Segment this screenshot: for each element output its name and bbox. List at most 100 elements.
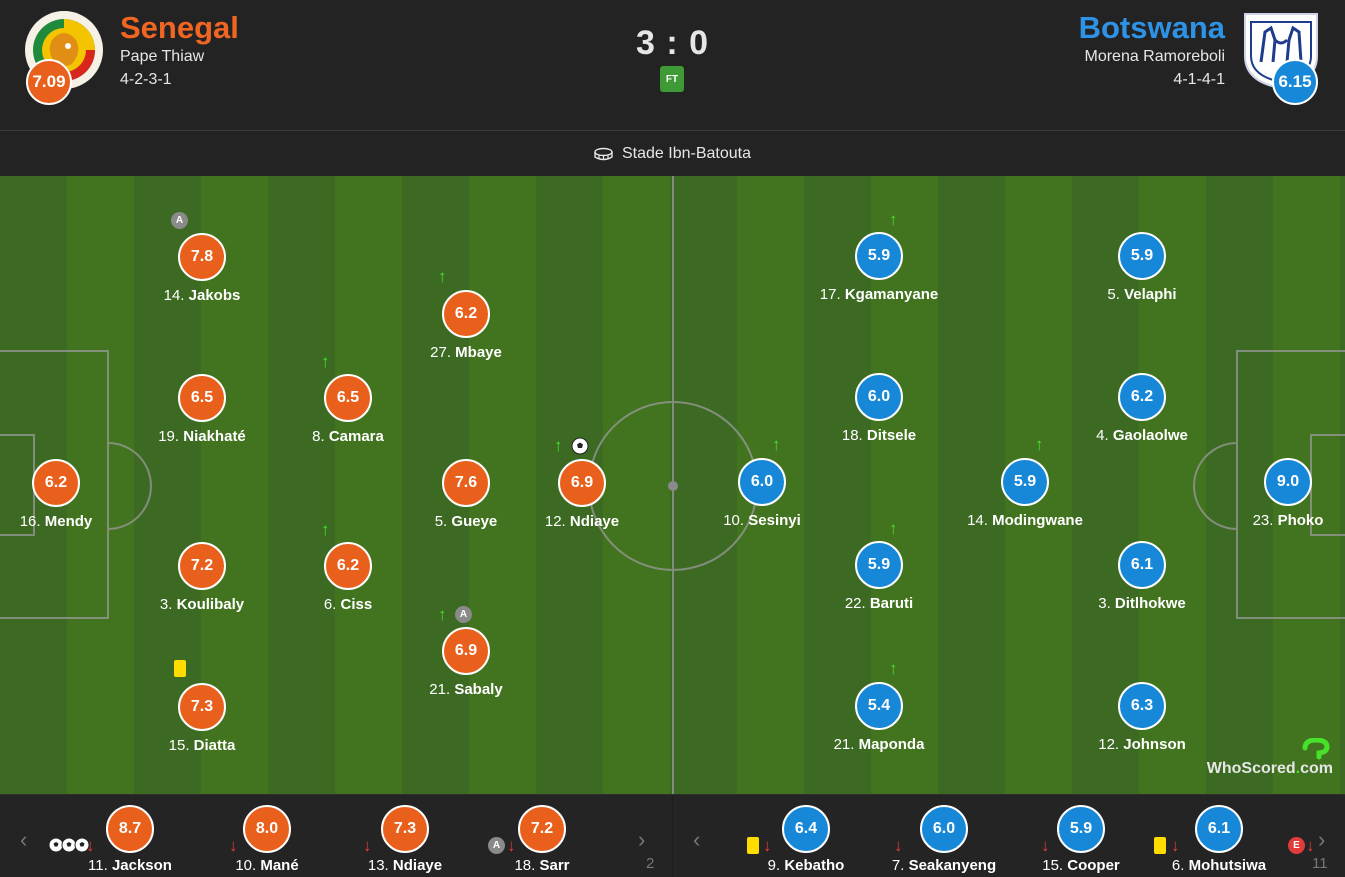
whoscored-logo[interactable]: WhoScored.com — [1207, 738, 1333, 778]
player-rating: 5.9 — [1057, 805, 1105, 853]
player-name: 14. Jakobs — [163, 287, 241, 304]
subbed-in-arrow-icon: ↑ — [554, 436, 563, 455]
whoscored-tld: com — [1300, 760, 1333, 777]
player-name: 10. Mané — [235, 857, 299, 874]
player-name: 22. Baruti — [844, 595, 914, 612]
player-baruti[interactable]: 5.9 22. Baruti — [804, 541, 954, 621]
sub-kebatho[interactable]: 6.4 9. Kebatho — [731, 805, 881, 877]
assist-icon: A — [171, 212, 188, 229]
player-camara[interactable]: 6.5 8. Camara — [273, 374, 423, 454]
player-ditsele[interactable]: 6.0 18. Ditsele — [804, 373, 954, 453]
player-ditlhokwe[interactable]: 6.1 3. Ditlhokwe — [1067, 541, 1217, 621]
whoscored-question-icon — [1302, 738, 1330, 760]
player-phoko[interactable]: 9.0 23. Phoko — [1213, 458, 1345, 538]
match-header: 7.09 Senegal Pape Thiaw 4-2-3-1 3 : 0 FT… — [0, 0, 1345, 130]
home-subs-next-button[interactable]: › — [638, 827, 646, 852]
player-rating: 7.8 — [178, 233, 226, 281]
player-diatta[interactable]: 7.3 15. Diatta — [127, 683, 277, 763]
hattrick-goal-icons — [49, 837, 89, 853]
player-name: 6. Mohutsiwa — [1171, 857, 1267, 874]
sub-ndiaye[interactable]: 7.3 13. Ndiaye — [330, 805, 480, 877]
sub-mane[interactable]: 8.0 10. Mané — [192, 805, 342, 877]
player-name: 23. Phoko — [1252, 512, 1324, 529]
player-jakobs[interactable]: 7.8 14. Jakobs — [127, 233, 277, 313]
player-rating: 6.5 — [178, 374, 226, 422]
subbed-in-arrow-icon: ↑ — [321, 352, 330, 371]
away-coach: Morena Ramoreboli — [1084, 48, 1225, 65]
sub-cooper[interactable]: 5.9 15. Cooper — [1006, 805, 1156, 877]
player-name: 7. Seakanyeng — [891, 857, 997, 874]
player-name: 14. Modingwane — [967, 512, 1083, 529]
player-name: 11. Jackson — [88, 857, 172, 874]
subbed-in-arrow-icon: ↑ — [438, 605, 447, 624]
sub-mohutsiwa[interactable]: 6.1 6. Mohutsiwa — [1144, 805, 1294, 877]
player-modingwane[interactable]: 5.9 14. Modingwane — [950, 458, 1100, 538]
player-rating: 6.4 — [782, 805, 830, 853]
player-rating: 6.0 — [855, 373, 903, 421]
player-name: 10. Sesinyi — [723, 512, 801, 529]
subbed-out-arrow-icon: ↓ — [507, 836, 516, 855]
home-formation: 4-2-3-1 — [120, 71, 172, 88]
player-rating: 6.5 — [324, 374, 372, 422]
player-koulibaly[interactable]: 7.2 3. Koulibaly — [127, 542, 277, 622]
player-name: 15. Cooper — [1042, 857, 1120, 874]
player-gueye[interactable]: 7.6 5. Gueye — [391, 459, 541, 539]
player-name: 18. Sarr — [514, 857, 570, 874]
player-rating: 6.2 — [442, 290, 490, 338]
subbed-out-arrow-icon: ↓ — [763, 836, 772, 855]
player-name: 8. Camara — [312, 428, 384, 445]
player-kgamanyane[interactable]: 5.9 17. Kgamanyane — [804, 232, 954, 312]
player-ciss[interactable]: 6.2 6. Ciss — [273, 542, 423, 622]
player-rating: 6.9 — [442, 627, 490, 675]
player-niakhate[interactable]: 6.5 19. Niakhaté — [127, 374, 277, 454]
player-sesinyi[interactable]: 6.0 10. Sesinyi — [687, 458, 837, 538]
player-rating: 6.1 — [1195, 805, 1243, 853]
player-johnson[interactable]: 6.3 12. Johnson — [1067, 682, 1217, 762]
away-subs-prev-button[interactable]: ‹ — [693, 827, 701, 852]
player-rating: 6.2 — [324, 542, 372, 590]
player-name: 19. Niakhaté — [158, 428, 246, 445]
subbed-out-arrow-icon: ↓ — [1171, 836, 1180, 855]
player-rating: 6.2 — [1118, 373, 1166, 421]
sub-jackson[interactable]: 8.7 11. Jackson — [55, 805, 205, 877]
player-name: 21. Sabaly — [429, 681, 503, 698]
player-name: 18. Ditsele — [841, 427, 917, 444]
away-team-rating: 6.15 — [1272, 59, 1318, 105]
player-rating: 5.9 — [855, 232, 903, 280]
away-subs-next-button[interactable]: › — [1318, 827, 1326, 852]
player-ndiaye[interactable]: 6.9 12. Ndiaye — [507, 459, 657, 539]
player-rating: 7.3 — [178, 683, 226, 731]
home-team-rating: 7.09 — [26, 59, 72, 105]
player-rating: 6.2 — [32, 459, 80, 507]
sub-seakanyeng[interactable]: 6.0 7. Seakanyeng — [869, 805, 1019, 877]
subbed-in-arrow-icon: ↑ — [772, 435, 781, 454]
subbed-out-arrow-icon: ↓ — [363, 836, 372, 855]
player-gaolaolwe[interactable]: 6.2 4. Gaolaolwe — [1067, 373, 1217, 453]
match-status-badge: FT — [660, 66, 684, 92]
player-name: 27. Mbaye — [430, 344, 502, 361]
player-rating: 8.7 — [106, 805, 154, 853]
player-rating: 6.0 — [920, 805, 968, 853]
player-name: 16. Mendy — [19, 513, 93, 530]
player-velaphi[interactable]: 5.9 5. Velaphi — [1067, 232, 1217, 312]
home-team-name[interactable]: Senegal — [120, 10, 239, 45]
away-team-name[interactable]: Botswana — [1078, 10, 1225, 45]
assist-icon: A — [488, 837, 505, 854]
subbed-in-arrow-icon: ↑ — [1035, 435, 1044, 454]
sub-sarr[interactable]: 7.2 18. Sarr — [467, 805, 617, 877]
player-name: 21. Maponda — [833, 736, 925, 753]
player-rating: 8.0 — [243, 805, 291, 853]
player-maponda[interactable]: 5.4 21. Maponda — [804, 682, 954, 762]
player-name: 17. Kgamanyane — [819, 286, 939, 303]
assist-icon: A — [455, 606, 472, 623]
partial-sub-label: 11 — [1312, 855, 1328, 872]
player-rating: 6.0 — [738, 458, 786, 506]
player-mendy[interactable]: 6.2 16. Mendy — [0, 459, 131, 539]
player-name: 5. Velaphi — [1107, 286, 1177, 303]
player-mbaye[interactable]: 6.2 27. Mbaye — [391, 290, 541, 370]
player-sabaly[interactable]: 6.9 21. Sabaly — [391, 627, 541, 707]
subbed-in-arrow-icon: ↑ — [889, 659, 898, 678]
subbed-in-arrow-icon: ↑ — [438, 267, 447, 286]
partial-sub-label: 2 — [646, 855, 655, 872]
home-subs-prev-button[interactable]: ‹ — [20, 827, 28, 852]
